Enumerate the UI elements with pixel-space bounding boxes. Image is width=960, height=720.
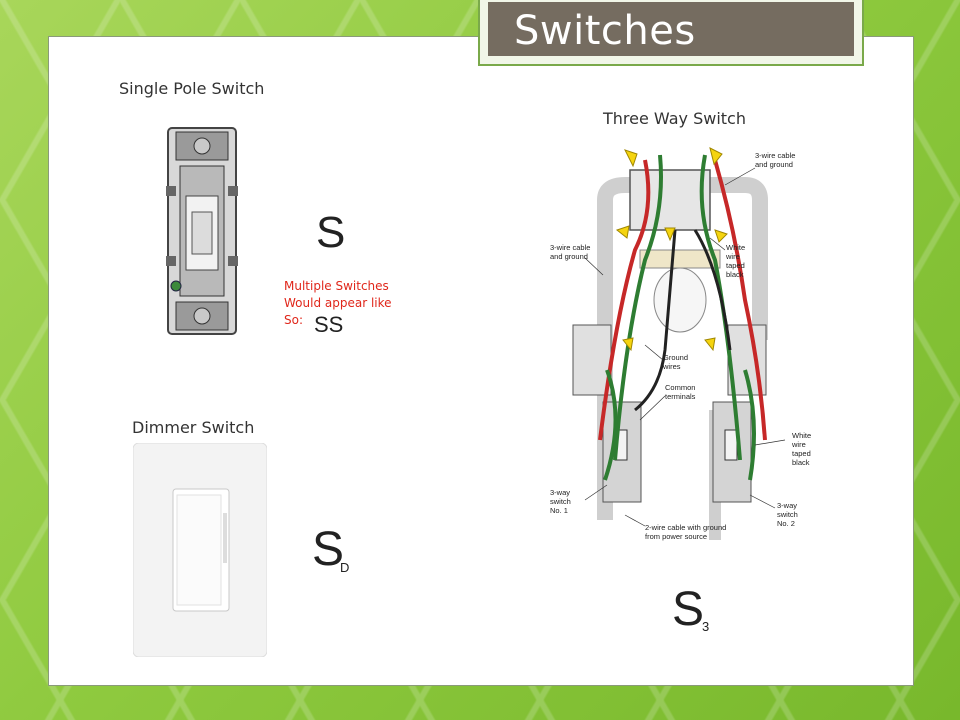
- diagram-label-ground-1: Ground: [663, 353, 688, 362]
- diagram-label-switch1-2: switch: [550, 497, 571, 506]
- diagram-label-ground-2: wires: [662, 362, 681, 371]
- single-pole-label: Single Pole Switch: [119, 79, 265, 98]
- three-way-label: Three Way Switch: [603, 109, 746, 128]
- three-way-wiring-diagram: 3-wire cable and ground 3-wire cable and…: [545, 140, 825, 552]
- diagram-label-switch2-1: 3-way: [777, 501, 797, 510]
- diagram-label-cable-left-2: and ground: [550, 252, 588, 261]
- diagram-label-common-1: Common: [665, 383, 695, 392]
- diagram-label-white-right-1: White: [792, 431, 811, 440]
- multiple-switches-symbol: SS: [314, 312, 344, 337]
- diagram-label-white-right-3: taped: [792, 449, 811, 458]
- three-way-symbol: S: [672, 583, 705, 636]
- dimmer-label: Dimmer Switch: [132, 418, 255, 437]
- note-line-3: So:: [284, 313, 304, 327]
- diagram-label-white-top-1: White: [726, 243, 745, 252]
- diagram-label-white-top-4: black: [726, 270, 744, 279]
- dimmer-symbol: S: [312, 523, 345, 576]
- diagram-label-switch2-3: No. 2: [777, 519, 795, 528]
- diagram-label-cable-top-2: and ground: [755, 160, 793, 169]
- single-pole-symbol: S: [316, 208, 346, 257]
- note-line-1: Multiple Switches: [284, 279, 389, 293]
- diagram-label-cable-top-1: 3-wire cable: [755, 151, 795, 160]
- diagram-label-white-top-2: wire: [725, 252, 740, 261]
- diagram-label-common-2: terminals: [665, 392, 696, 401]
- diagram-label-cable-left-1: 3-wire cable: [550, 243, 590, 252]
- dimmer-subscript: D: [340, 560, 350, 575]
- single-pole-switch-image: [166, 127, 238, 335]
- title-box: [478, 0, 864, 66]
- slide-title: Switches: [514, 8, 696, 54]
- diagram-label-power-1: 2-wire cable with ground: [645, 523, 726, 532]
- dimmer-switch-image: [133, 443, 267, 657]
- title-fill: [488, 2, 854, 56]
- note-line-2: Would appear like: [284, 296, 392, 310]
- diagram-label-switch1-3: No. 1: [550, 506, 568, 515]
- diagram-label-white-right-4: black: [792, 458, 810, 467]
- diagram-label-white-right-2: wire: [791, 440, 806, 449]
- diagram-label-power-2: from power source: [645, 532, 707, 541]
- multiple-switches-note: Multiple Switches Would appear like So:: [284, 278, 434, 329]
- diagram-label-switch1-1: 3-way: [550, 488, 570, 497]
- diagram-label-switch2-2: switch: [777, 510, 798, 519]
- diagram-label-white-top-3: taped: [726, 261, 745, 270]
- three-way-subscript: 3: [702, 619, 710, 634]
